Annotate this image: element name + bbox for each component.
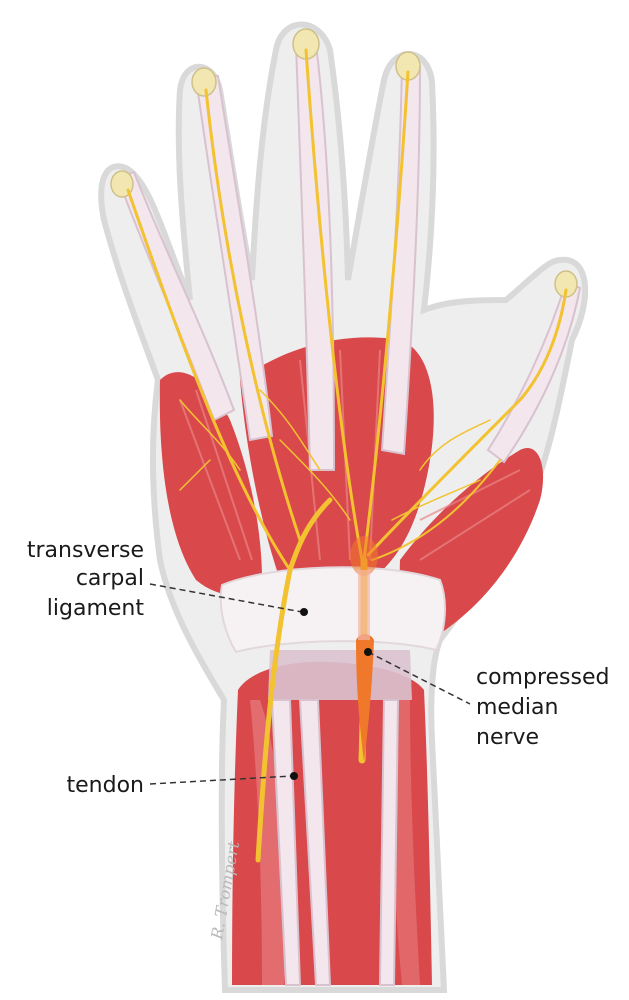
label-compressed-median-nerve-line3: nerve — [476, 725, 539, 750]
leader-transverse-carpal-ligament — [149, 583, 303, 613]
ligament-band — [219, 566, 446, 986]
label-compressed-median-nerve-line2: median — [476, 695, 558, 720]
label-transverse-carpal-ligament-line2: carpal — [76, 566, 144, 591]
forearm-muscle-highlight-2 — [392, 700, 420, 985]
nerve-branch-middle — [304, 48, 364, 562]
label-compressed-median-nerve-line1: compressed — [476, 665, 609, 690]
nerve-branch-thumb-2 — [371, 459, 501, 561]
nerve-branch-little — [126, 188, 292, 572]
fingertip-bones — [110, 28, 578, 298]
leader-compressed-median-nerve — [367, 651, 471, 705]
compression-hotspot — [350, 536, 378, 762]
tendon-middle-finger — [294, 43, 336, 471]
finger-tendons — [116, 43, 582, 471]
callouts — [149, 583, 471, 785]
nerve-branch-ring — [204, 88, 302, 542]
marker-tendon — [290, 772, 298, 780]
tendon-index-finger — [380, 62, 422, 456]
label-transverse-carpal-ligament-line1: transverse — [27, 538, 144, 563]
label-tendon: tendon — [67, 773, 144, 798]
long-flexor-tendons — [270, 699, 400, 986]
compression-glow-upper — [350, 536, 378, 576]
marker-compressed-median-nerve — [364, 648, 372, 656]
nerve-branch-thumb — [366, 288, 568, 557]
nerve-branch-index — [362, 70, 410, 562]
wrist-tendons-under-ligament — [268, 650, 412, 700]
nerve-fine-branches — [179, 389, 491, 521]
ulnar-nerve-trunk — [255, 497, 333, 863]
transverse-carpal-ligament-shape — [219, 566, 446, 654]
marker-transverse-carpal-ligament — [300, 608, 308, 616]
forearm-muscle-highlight — [250, 700, 286, 985]
tendon-little-finger — [116, 170, 236, 422]
compressed-nerve-segment — [356, 634, 374, 762]
bone-tip-ring — [191, 67, 217, 97]
label-transverse-carpal-ligament-line3: ligament — [47, 596, 145, 621]
leader-tendon — [149, 775, 293, 785]
